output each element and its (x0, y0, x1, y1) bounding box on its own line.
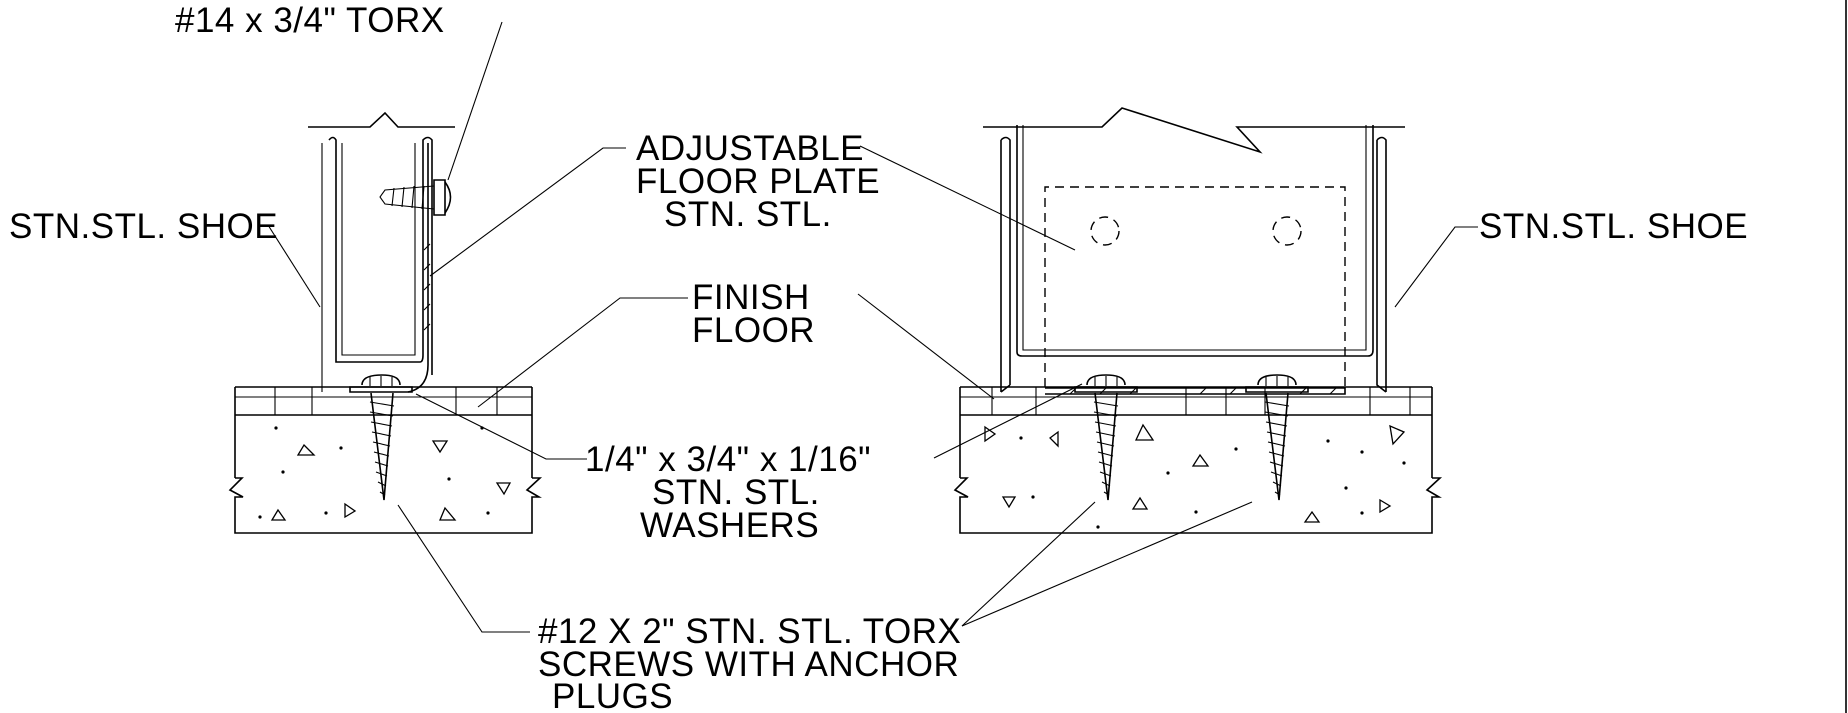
right-inner-channel (1016, 125, 1374, 357)
label-washers-2: STN. STL. (652, 473, 820, 512)
label-shoe-left: STN.STL. SHOE (9, 207, 278, 246)
left-section (228, 111, 543, 534)
right-shoe-channel (1000, 136, 1011, 393)
label-finish-floor-2: FLOOR (692, 311, 815, 350)
left-shoe-channel (328, 136, 433, 375)
leader-washers-left (415, 393, 587, 460)
label-shoe-right: STN.STL. SHOE (1479, 207, 1748, 246)
right-floor-plate-hidden (1044, 186, 1346, 387)
left-shoe-inner (321, 143, 416, 392)
right-plate-hole-1 (1090, 216, 1120, 246)
left-anchor-screw (349, 374, 413, 501)
label-screws-3: PLUGS (552, 677, 673, 713)
left-plate-hatch (423, 243, 431, 331)
leader-screws-left (397, 504, 530, 633)
label-torx-top: #14 x 3/4" TORX (175, 1, 445, 40)
label-floor-plate-3: STN. STL. (664, 195, 832, 234)
right-break-line (983, 107, 1405, 154)
label-screws-1: #12 X 2" STN. STL. TORX (538, 612, 961, 651)
leader-floor-plate-right (859, 145, 1076, 251)
left-floor-slab (228, 386, 543, 534)
right-shoe-channel-right (1376, 136, 1387, 393)
label-washers-1: 1/4" x 3/4" x 1/16" (585, 440, 871, 479)
label-floor-plate-1: ADJUSTABLE (636, 129, 864, 168)
torx-screw-top (379, 179, 452, 216)
right-plate-hole-2 (1272, 216, 1302, 246)
leader-finish-floor-right (857, 293, 995, 400)
leader-lines (267, 21, 1478, 633)
leader-shoe-left (267, 224, 321, 308)
leader-torx-top (447, 21, 503, 181)
label-floor-plate-2: FLOOR PLATE (636, 162, 880, 201)
right-section (953, 107, 1443, 534)
label-finish-floor-1: FINISH (692, 278, 810, 317)
right-inner-channel-2 (1022, 125, 1367, 351)
leader-finish-floor-left (477, 297, 688, 408)
right-anchor-screw-1 (1074, 374, 1138, 501)
label-washers-3: WASHERS (640, 506, 819, 545)
right-floor-slab (953, 386, 1443, 534)
leader-screws-right (961, 501, 1253, 627)
leader-floor-plate (429, 147, 626, 277)
leader-shoe-right (1394, 226, 1478, 308)
left-break-line (308, 111, 455, 128)
leader-washers-right (933, 383, 1083, 459)
leader-screws-mid (961, 501, 1096, 627)
right-anchor-screw-2 (1245, 374, 1309, 501)
right-plate-strip (1045, 387, 1346, 395)
label-screws-2: SCREWS WITH ANCHOR (538, 645, 959, 684)
